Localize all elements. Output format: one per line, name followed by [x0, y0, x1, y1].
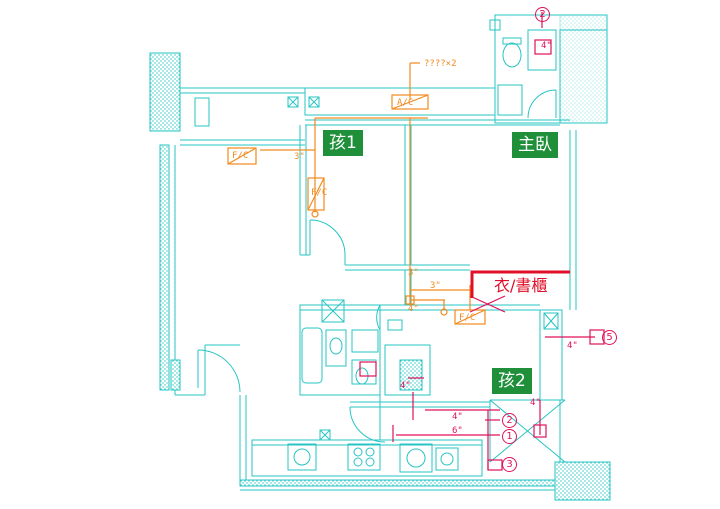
marker-2-top: 2 — [535, 7, 550, 22]
drain-pipes — [359, 12, 605, 471]
pipe-size: 4" — [530, 398, 541, 408]
ac-pipes — [227, 62, 486, 325]
pipe-size: 3" — [294, 152, 305, 162]
room-label-child2: 孩2 — [492, 368, 532, 394]
room-label-master: 主臥 — [512, 132, 558, 158]
ac-label: A/C — [397, 98, 414, 108]
outer-walls — [149, 14, 611, 501]
pipe-size: 6" — [452, 426, 463, 436]
marker-1: 1 — [502, 429, 517, 444]
cabinet-label: 衣/書櫃 — [494, 276, 548, 295]
fc-label-1: F/C — [232, 151, 249, 161]
pipe-size: 4" — [408, 304, 419, 314]
pipe-size: 3" — [408, 268, 419, 278]
marker-2: 2 — [502, 413, 517, 428]
pipe-size: 4" — [452, 412, 463, 422]
pipe-size: 4" — [541, 41, 552, 51]
pipe-size: 4" — [567, 341, 578, 351]
marker-5: 5 — [602, 330, 617, 345]
fc-label-2: F/C — [311, 188, 328, 198]
pipe-size: 3" — [430, 281, 441, 291]
cabinet-outline — [470, 270, 570, 298]
room-label-child1: 孩1 — [323, 130, 363, 156]
ac-note: ????×2 — [424, 59, 457, 69]
pipe-size: 4" — [400, 381, 411, 391]
marker-3: 3 — [502, 457, 517, 472]
fc-label-3: F/C — [459, 313, 476, 323]
